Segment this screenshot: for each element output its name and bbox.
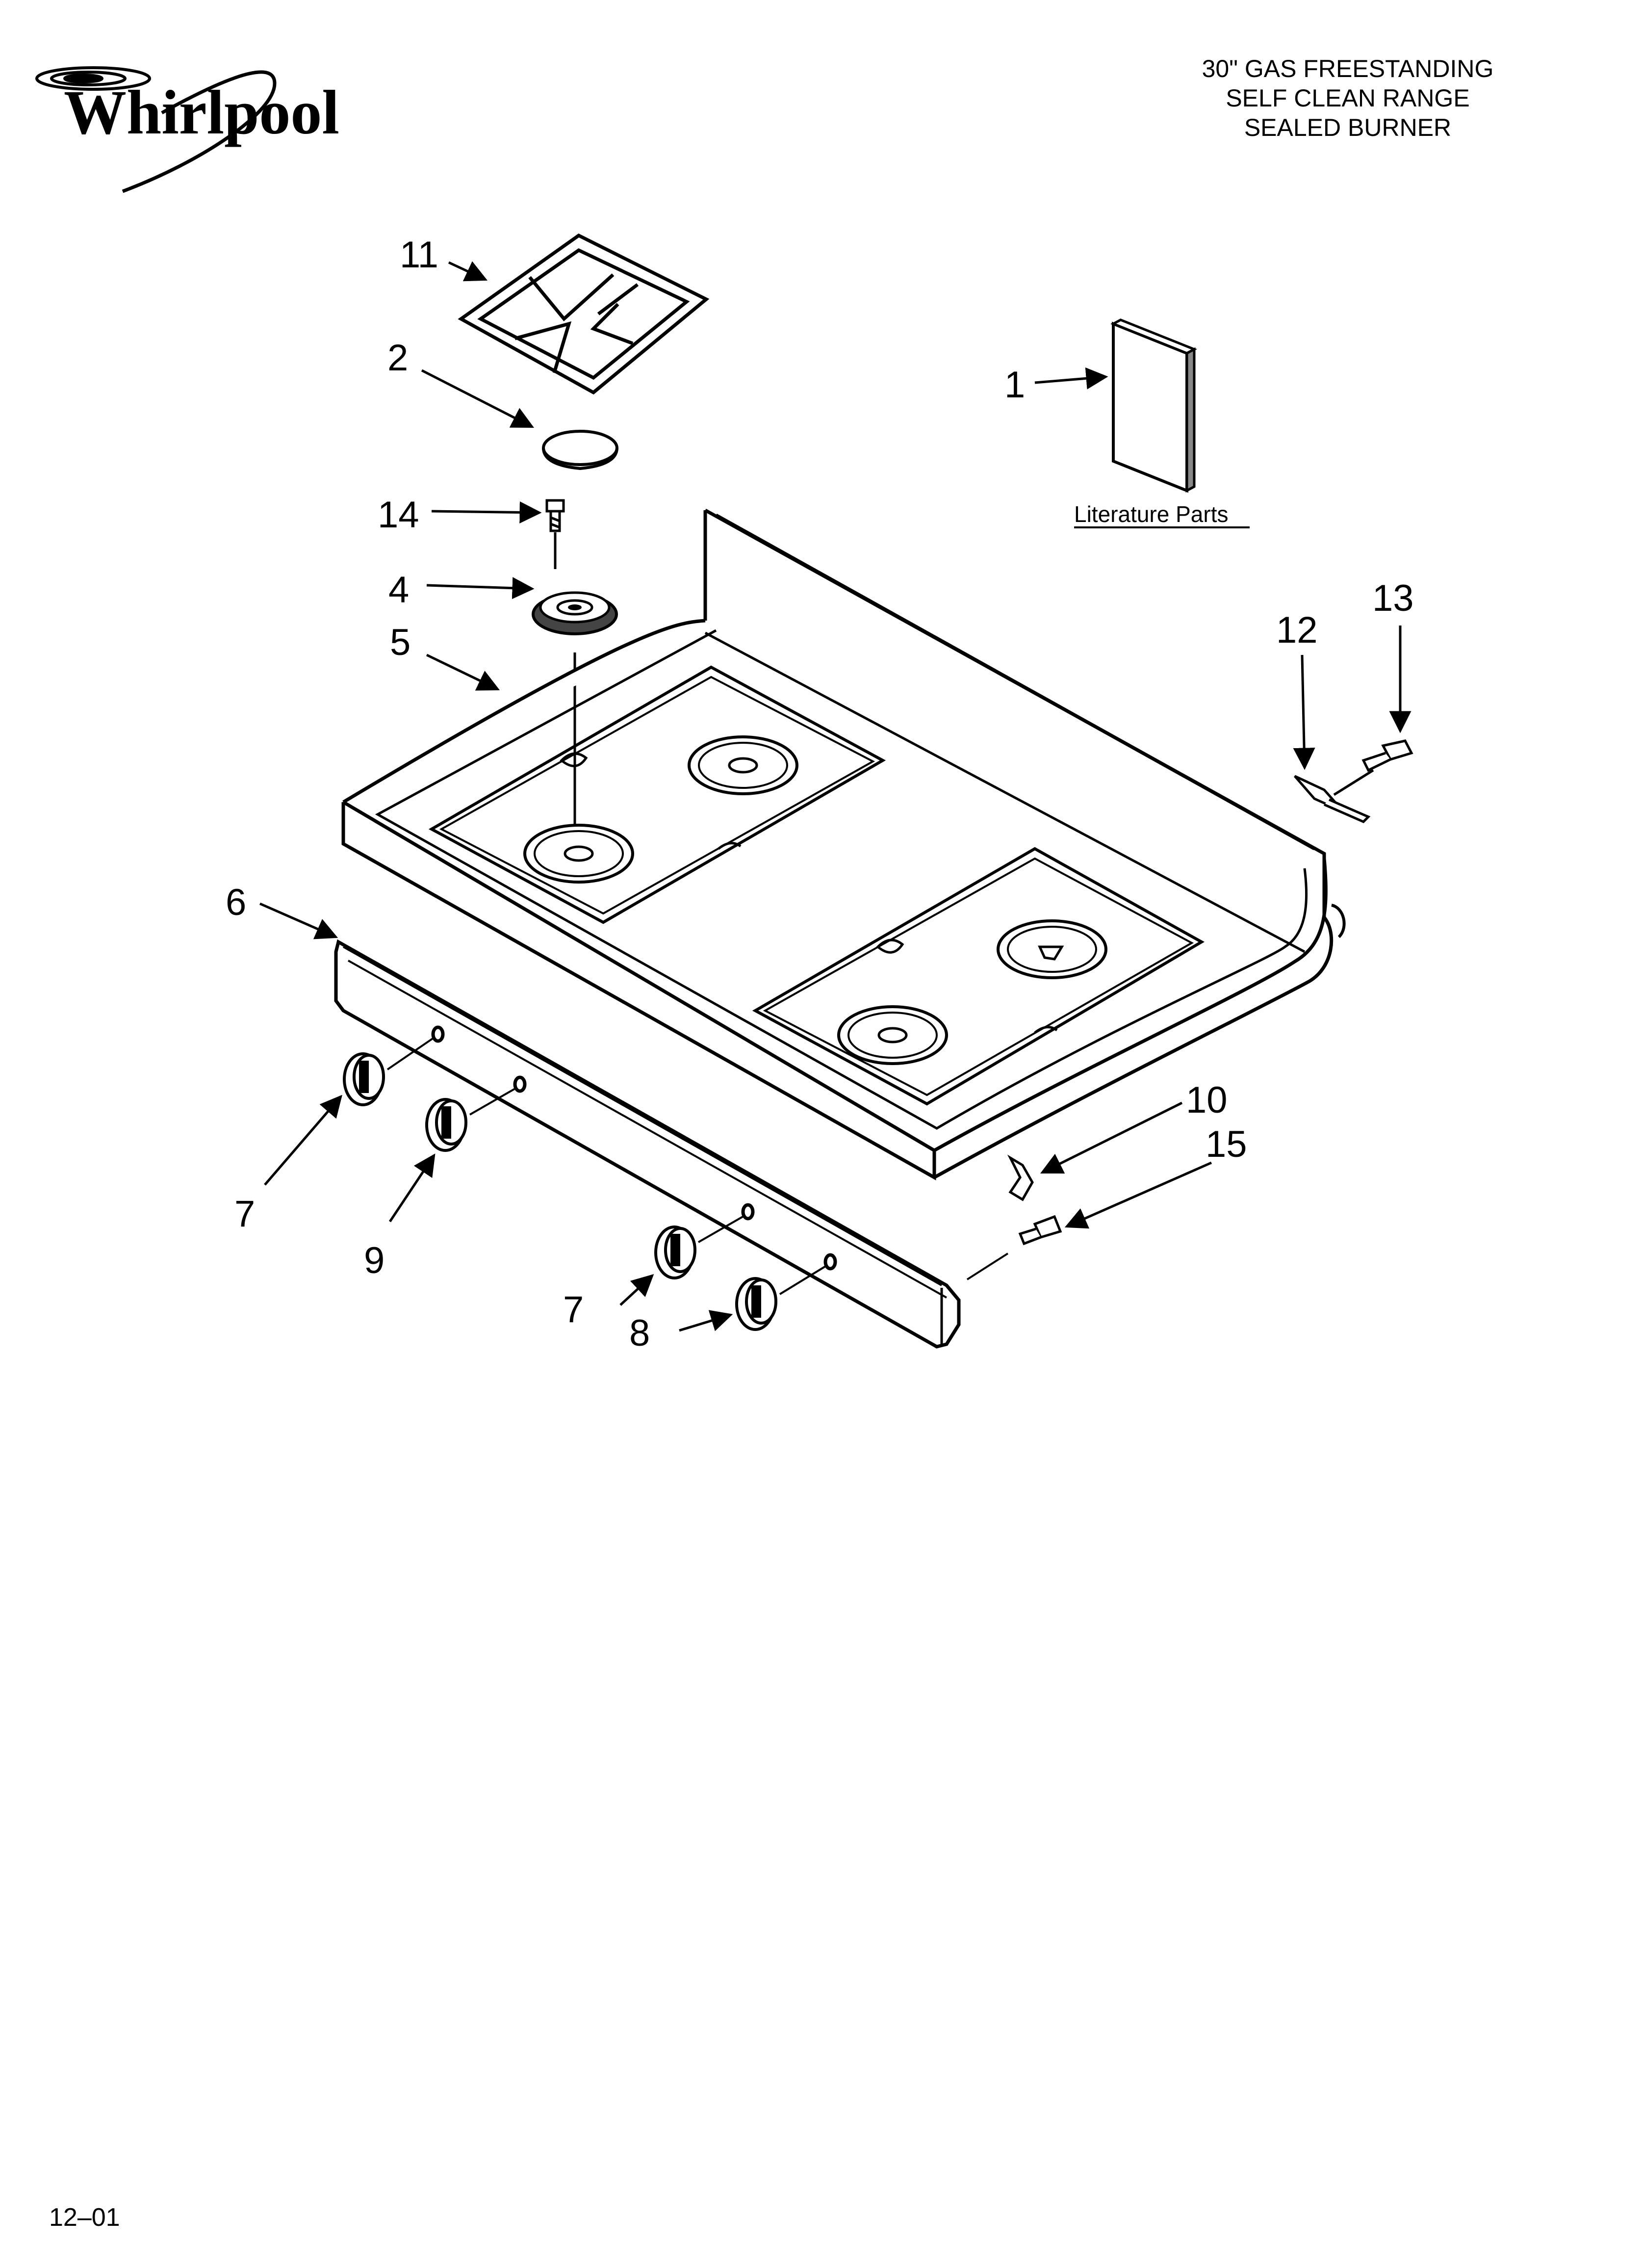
callout-14: 14 [378,494,419,536]
title-line-1: 30" GAS FREESTANDING [1202,55,1494,82]
burner-base [532,591,618,635]
screw-13 [1361,739,1413,772]
callout-arrows [259,261,1411,1332]
literature-parts-label: Literature Parts [1074,501,1228,527]
burner-grate [458,233,710,395]
callout-4: 4 [388,569,409,611]
burner-head-left-rear [688,735,798,795]
burner-cap [542,430,618,470]
control-knob-7a [343,1052,385,1106]
callout-5: 5 [390,622,410,663]
title-line-3: SEALED BURNER [1244,114,1452,141]
callout-8: 8 [629,1312,650,1354]
literature-parts: Literature Parts [1074,318,1250,528]
callout-10: 10 [1186,1079,1228,1121]
knob-guide-lines [386,1037,827,1295]
title-block: 30" GAS FREESTANDING SELF CLEAN RANGE SE… [1127,54,1568,142]
whirlpool-swirl-icon [35,66,277,193]
callout-7-right: 7 [563,1289,584,1330]
revision-code: 12–01 [49,2203,120,2232]
cooktop [341,508,1346,1180]
burner-head-right-front [837,1005,948,1065]
callout-9: 9 [364,1240,385,1281]
callout-15: 15 [1206,1123,1247,1165]
whirlpool-logo: Whirlpool [35,66,339,193]
callout-6: 6 [226,882,246,923]
spring-clip [1007,1154,1034,1201]
control-knob-9 [425,1098,467,1152]
burner-screw [545,499,565,532]
brand-wordmark: Whirlpool [64,78,339,147]
igniter-bracket [1294,769,1374,823]
callout-12: 12 [1276,609,1318,651]
burner-head-right-rear [997,919,1107,979]
title-line-2: SELF CLEAN RANGE [1226,84,1470,112]
burner-head-left-front [523,824,634,884]
callout-7-left: 7 [234,1193,255,1235]
callout-13: 13 [1372,577,1414,619]
callout-1: 1 [1004,364,1025,406]
control-knob-8 [735,1277,777,1331]
screw-15 [1018,1215,1062,1246]
callout-2: 2 [387,337,408,379]
callout-11: 11 [400,234,438,276]
control-knob-7b [654,1225,696,1279]
screw-15-guide [966,1252,1009,1280]
control-panel [334,939,961,1349]
